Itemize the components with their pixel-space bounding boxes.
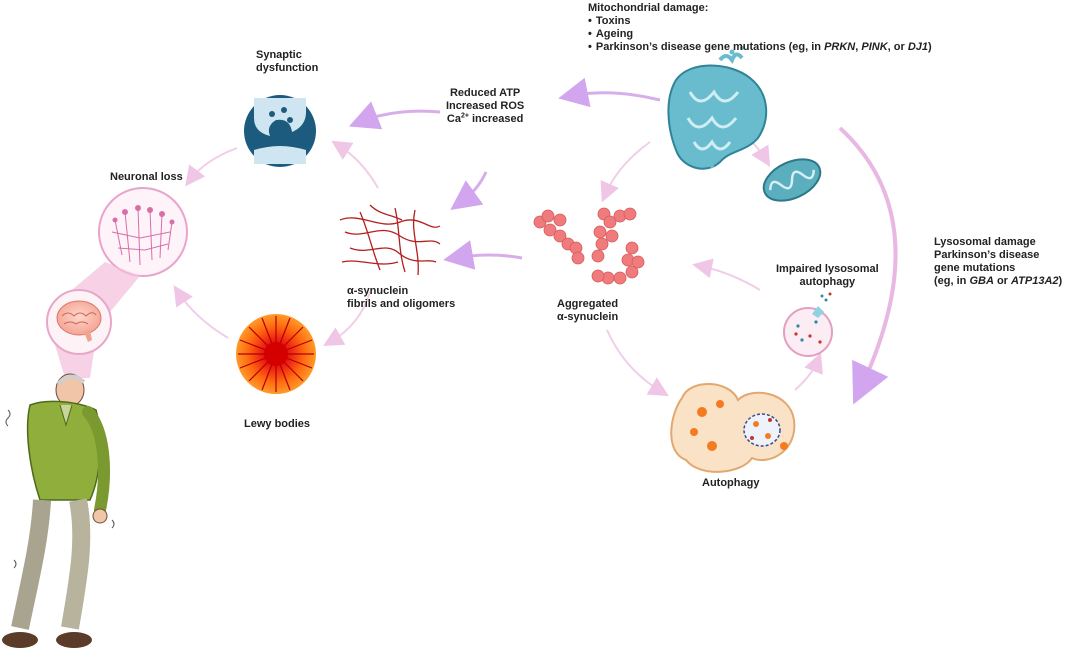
synaptic-line1: Synaptic: [256, 49, 302, 61]
increased-ros: Increased ROS: [446, 100, 525, 112]
lewy-body-icon: [236, 314, 316, 394]
arrow-autophagy-to-impaired: [794, 352, 823, 391]
lyso-line3: gene mutations: [934, 262, 1016, 274]
genes-sep2: , or: [887, 41, 908, 53]
ca-increased: Ca2+ increased: [446, 112, 524, 126]
mito-item-genes: Parkinson’s disease gene mutations (eg, …: [588, 41, 932, 54]
impaired-line1: Impaired lysosomal: [776, 263, 879, 275]
impaired-line2: autophagy: [799, 276, 856, 288]
fibrils-line2: fibrils and oligomers: [347, 298, 456, 310]
label-aggregated: Aggregated α-synuclein: [557, 298, 618, 324]
left-cycle-arrows: [173, 140, 379, 346]
autophagy-icon: [670, 383, 796, 473]
gene-pink: PINK: [861, 41, 888, 53]
label-synaptic-dysfunction: Synaptic dysfunction: [256, 49, 318, 75]
arrow-fibrils-to-lewy: [323, 291, 371, 346]
reduced-atp: Reduced ATP: [449, 87, 521, 99]
neuronal-loss-icon: [98, 187, 188, 277]
ca-prefix: Ca: [446, 113, 461, 125]
synapse-icon: [244, 95, 316, 167]
label-neuronal-loss: Neuronal loss: [110, 171, 183, 183]
label-fibrils: α-synuclein fibrils and oligomers: [347, 285, 455, 311]
aggregated-line2: α-synuclein: [557, 311, 619, 323]
arrow-synaptic-to-neuronal: [185, 147, 238, 187]
mitochondrial-damage-block: Mitochondrial damage: Toxins Ageing Park…: [588, 2, 932, 54]
purple-arrows: [348, 77, 898, 405]
lyso-eg: (eg, in: [934, 275, 970, 287]
arrow-aggregated-to-autophagy: [606, 329, 669, 397]
arrow-mito-to-aggregated: [600, 141, 651, 203]
aggregated-synuclein-icon: [533, 207, 645, 285]
arrow-mito-to-reduced-atp: [558, 77, 661, 108]
label-lysosomal-damage: Lysosomal damage Parkinson’s disease gen…: [934, 236, 1062, 288]
lyso-line4: (eg, in GBA or ATP13A2): [934, 275, 1062, 288]
arrow-mito-to-autophagy-big: [838, 126, 898, 405]
arrow-lewy-to-neuronal: [173, 285, 229, 339]
genes-sep1: ,: [855, 41, 862, 53]
arrow-fibrils-to-synaptic: [331, 140, 379, 189]
mito-item-toxins: Toxins: [588, 15, 932, 28]
arrow-reduced-atp-to-fibrils: [450, 171, 488, 211]
label-lewy-bodies: Lewy bodies: [244, 418, 311, 430]
elderly-patient-illustration: [2, 373, 115, 648]
mitochondrion-large-icon: [667, 46, 768, 170]
label-reduced-atp-block: Reduced ATP Increased ROS Ca2+ increased: [446, 87, 524, 126]
arrow-impaired-to-aggregated: [692, 258, 761, 291]
mito-item-ageing: Ageing: [588, 28, 932, 41]
lyso-or: or: [993, 275, 1012, 287]
gene-dj1: DJ1: [907, 41, 929, 53]
mito-title: Mitochondrial damage:: [588, 2, 709, 14]
aggregated-line1: Aggregated: [557, 298, 619, 310]
lyso-line1: Lysosomal damage: [934, 236, 1036, 248]
arrow-mito-to-small-mito: [751, 141, 771, 167]
synaptic-line2: dysfunction: [256, 62, 319, 74]
mitochondrion-small-icon: [762, 158, 822, 202]
ca-sup: 2+: [460, 112, 469, 120]
gene-prkn: PRKN: [824, 41, 856, 53]
gene-gba: GBA: [969, 275, 994, 287]
gene-atp13a2: ATP13A2: [1011, 275, 1059, 287]
genes-close: ): [928, 41, 932, 53]
fibrils-icon: [339, 204, 441, 276]
lyso-line2: Parkinson’s disease: [934, 249, 1040, 261]
ca-suffix: increased: [468, 113, 524, 125]
fibrils-line1: α-synuclein: [347, 285, 409, 297]
label-impaired-lysosomal: Impaired lysosomal autophagy: [776, 263, 879, 289]
label-autophagy: Autophagy: [702, 477, 760, 489]
genes-prefix: Parkinson’s disease gene mutations (eg, …: [595, 41, 825, 53]
brain-icon: [46, 289, 112, 355]
arrow-reduced-atp-to-synaptic: [348, 101, 441, 130]
arrow-aggregated-to-fibrils: [443, 240, 523, 270]
impaired-lysosome-icon: [783, 292, 833, 357]
lyso-close: ): [1058, 275, 1063, 287]
